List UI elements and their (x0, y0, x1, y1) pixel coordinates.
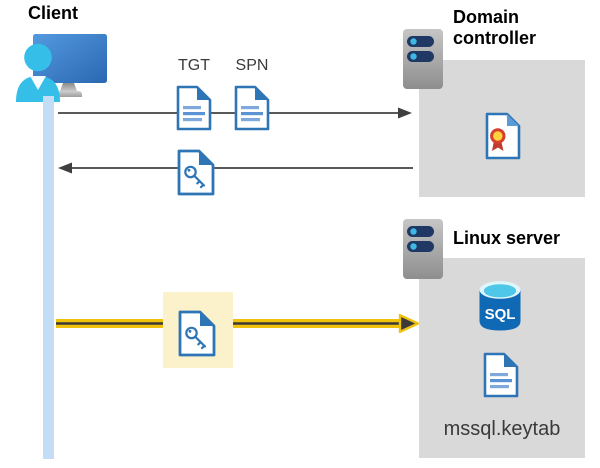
keytab-flow-arrow (56, 314, 420, 333)
client-lifeline (43, 96, 54, 459)
ribbon-seal-glyph (490, 128, 506, 151)
domain-controller-title: Domain controller (453, 7, 537, 48)
domain-controller-server-icon (403, 29, 443, 89)
response-arrow (58, 162, 413, 174)
monitor-icon (33, 34, 107, 97)
certificate-document-icon (485, 112, 521, 160)
sql-text: SQL (485, 306, 516, 323)
keytab-document-icon (483, 352, 519, 398)
key-document-icon (177, 149, 215, 196)
key-glyph (185, 326, 207, 350)
keytab-filename-label: mssql.keytab (443, 418, 561, 440)
spn-label: SPN (235, 57, 269, 74)
tgt-label: TGT (178, 57, 210, 74)
highlighted-key-document-icon (178, 310, 216, 357)
linux-server-icon (403, 219, 443, 279)
user-icon (16, 43, 60, 102)
request-arrow (58, 107, 412, 119)
key-glyph (184, 165, 206, 189)
sql-database-icon: SQL (479, 281, 521, 331)
linux-server-title: Linux server (453, 228, 561, 248)
spn-document-icon (234, 85, 270, 131)
client-title: Client (28, 3, 79, 23)
tgt-document-icon (176, 85, 212, 131)
client-computer-user-icon (16, 34, 107, 102)
